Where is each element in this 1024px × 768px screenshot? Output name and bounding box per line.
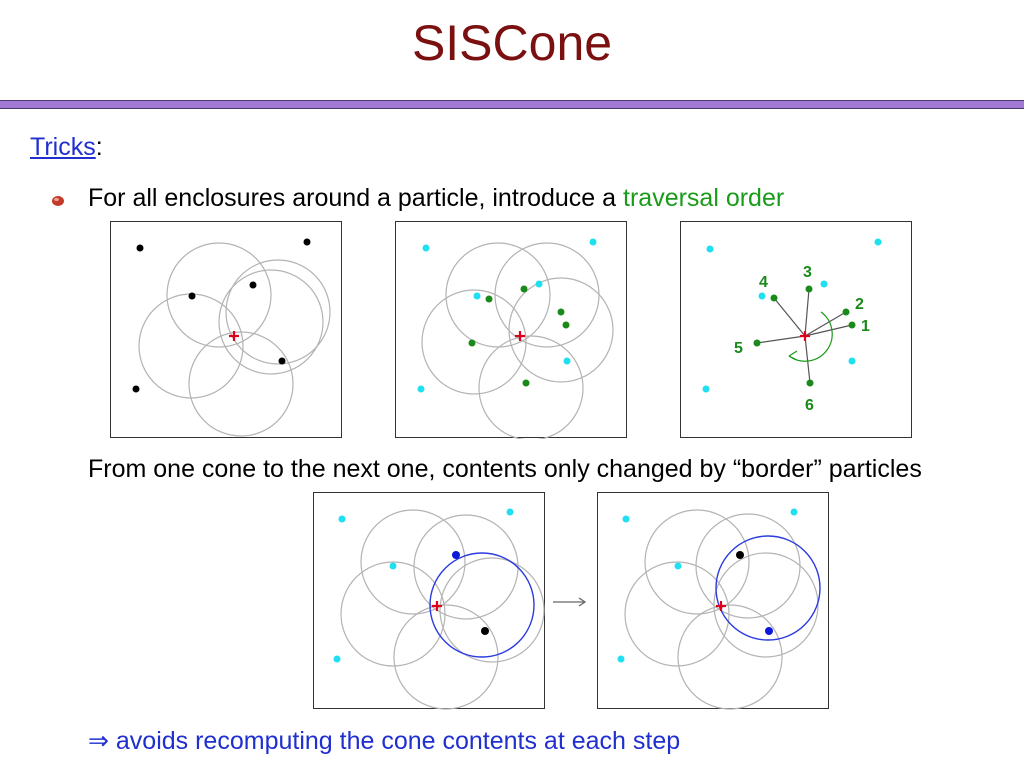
cyan-particle xyxy=(706,245,714,253)
cyan-particle xyxy=(422,244,430,252)
center-cross xyxy=(229,331,239,341)
ordered-particle xyxy=(848,321,856,329)
diagram-enclosures-points xyxy=(417,238,614,439)
bullet-icon xyxy=(52,196,64,206)
center-cross xyxy=(800,331,810,341)
particle xyxy=(278,357,286,365)
cone-circle xyxy=(421,289,527,395)
diagram-traversal-order: 1 2 3 4 5 6 xyxy=(702,238,882,414)
ordered-particle xyxy=(805,285,813,293)
blue-border-particle xyxy=(452,551,460,559)
cyan-particle xyxy=(674,562,682,570)
cone-circle xyxy=(340,561,446,667)
border-particles-text: From one cone to the next one, contents … xyxy=(88,455,922,483)
cyan-particle xyxy=(338,515,346,523)
cone-circle xyxy=(713,552,819,658)
center-cross xyxy=(716,601,726,611)
center-cross xyxy=(432,601,442,611)
cone-circle xyxy=(494,242,600,348)
cone-circle xyxy=(393,604,499,710)
ordered-particle xyxy=(770,294,778,302)
green-particle xyxy=(557,308,565,316)
diagram-cone-before xyxy=(333,508,545,710)
cone-circle xyxy=(644,509,750,615)
cyan-particle xyxy=(622,515,630,523)
ordered-particle xyxy=(806,379,814,387)
tricks-heading: Tricks: xyxy=(30,133,103,162)
green-particle xyxy=(522,379,530,387)
cone-circle xyxy=(439,557,545,663)
particle xyxy=(249,281,257,289)
cone-circle xyxy=(188,331,294,437)
cyan-particle xyxy=(848,357,856,365)
panel-enclosures-points xyxy=(395,221,627,439)
slide-title: SISCone xyxy=(411,15,613,71)
panel-cone-after xyxy=(597,492,829,710)
cyan-particle xyxy=(820,280,828,288)
center-cross xyxy=(515,331,525,341)
cone-circle xyxy=(695,513,801,619)
panel-traversal-order: 1 2 3 4 5 6 xyxy=(680,221,912,438)
diagram-cone-after xyxy=(617,508,821,710)
green-particle xyxy=(468,339,476,347)
black-border-particle xyxy=(736,551,744,559)
cone-circle xyxy=(478,335,584,439)
diagram-enclosures xyxy=(132,238,331,437)
tricks-colon: : xyxy=(95,133,103,161)
order-label-2: 2 xyxy=(855,296,864,313)
order-label-5: 5 xyxy=(734,340,743,357)
tricks-link[interactable]: Tricks xyxy=(30,133,96,161)
particle xyxy=(132,385,140,393)
current-cone-circle xyxy=(715,535,821,641)
avoids-recomputing-text: ⇒ avoids recomputing the cone contents a… xyxy=(88,727,681,755)
cyan-particle xyxy=(333,655,341,663)
cyan-particle xyxy=(535,280,543,288)
ordered-particle xyxy=(842,308,850,316)
ordered-particle xyxy=(753,339,761,347)
cone-circle xyxy=(624,561,730,667)
particle xyxy=(136,244,144,252)
order-label-1: 1 xyxy=(861,318,870,335)
title-divider xyxy=(0,100,1024,109)
cyan-particle xyxy=(473,292,481,300)
cone-circle xyxy=(677,604,783,710)
order-spokes xyxy=(756,288,853,384)
panel-cone-before xyxy=(313,492,545,710)
cone-circle xyxy=(218,269,324,375)
order-label-3: 3 xyxy=(803,264,812,281)
traversal-arrowhead-icon xyxy=(788,350,798,361)
order-label-6: 6 xyxy=(805,397,814,414)
green-particle xyxy=(520,285,528,293)
cyan-particle xyxy=(417,385,425,393)
cyan-particle xyxy=(702,385,710,393)
cone-circle xyxy=(445,242,551,348)
particle xyxy=(303,238,311,246)
cyan-particle xyxy=(589,238,597,246)
bullet-traversal-order: For all enclosures around a particle, in… xyxy=(88,184,784,213)
cyan-particle xyxy=(790,508,798,516)
cyan-particle xyxy=(874,238,882,246)
black-border-particle xyxy=(481,627,489,635)
cyan-particle xyxy=(506,508,514,516)
cone-circle xyxy=(225,259,331,365)
cone-circle xyxy=(360,509,466,615)
traversal-arc xyxy=(788,311,833,362)
green-particle xyxy=(485,295,493,303)
current-cone-circle xyxy=(429,552,535,658)
traversal-order-highlight: traversal order xyxy=(623,184,785,212)
cone-circle xyxy=(166,242,272,348)
cone-circle xyxy=(508,277,614,383)
green-particle xyxy=(562,321,570,329)
particle xyxy=(188,292,196,300)
arrow-right-icon xyxy=(553,597,587,607)
cyan-particle xyxy=(563,357,571,365)
blue-border-particle xyxy=(765,627,773,635)
panel-enclosures xyxy=(110,221,342,438)
order-label-4: 4 xyxy=(759,274,768,291)
bullet1-text: For all enclosures around a particle, in… xyxy=(88,184,624,212)
cyan-particle xyxy=(617,655,625,663)
cyan-particle xyxy=(389,562,397,570)
cyan-particle xyxy=(758,292,766,300)
